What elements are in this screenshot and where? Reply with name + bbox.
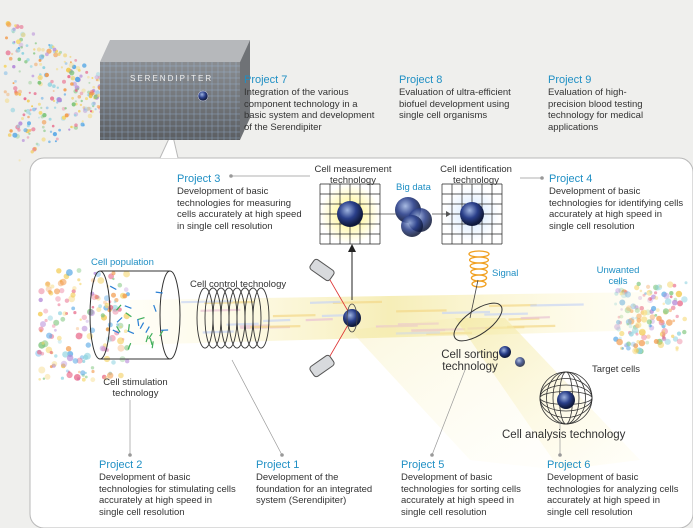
cell-population-label: Cell population (91, 257, 154, 268)
project-6-title: Project 6 (547, 459, 591, 471)
sorting-gate (453, 302, 503, 342)
project-5-desc: Development of basic technologies for so… (401, 472, 521, 518)
leader-lines (129, 175, 561, 456)
signal-label: Signal (492, 268, 519, 279)
cell-control-label: Cell control technology (190, 279, 287, 290)
cell-stimulation-label: Cell stimulation technology (103, 377, 168, 399)
signal-coil (468, 250, 490, 288)
laser-emitter-bottom (309, 354, 335, 378)
big-data-label: Big data (396, 182, 431, 193)
project-7-desc: Integration of the various component tec… (244, 87, 375, 133)
cell-analysis-label: Cell analysis technology (502, 429, 626, 441)
project-1-title: Project 1 (256, 459, 300, 471)
big-data-cluster (395, 197, 432, 237)
project-9-desc: Evaluation of high-precision blood testi… (548, 87, 644, 133)
cell-scatter-top (3, 21, 107, 162)
stimulation-cylinder (89, 270, 181, 360)
serendipiter-device (100, 40, 250, 140)
project-8-desc: Evaluation of ultra-efficient biofuel de… (399, 87, 511, 121)
project-2-title: Project 2 (99, 459, 143, 471)
project-7-title: Project 7 (244, 74, 288, 86)
cell-measurement-label: Cell measurement technology (314, 164, 392, 186)
project-9-title: Project 9 (548, 74, 592, 86)
project-4-title: Project 4 (549, 173, 593, 185)
project-4-desc: Development of basic technologies for id… (549, 186, 684, 232)
target-cells-label: Target cells (592, 364, 641, 375)
cell-identification-label: Cell identification technology (440, 164, 512, 186)
device-name: SERENDIPITER (130, 74, 214, 83)
project-3-desc: Development of basic technologies for me… (177, 186, 302, 232)
project-2-desc: Development of basic technologies for st… (99, 472, 236, 518)
unwanted-cells-label: Unwanted cells (596, 265, 640, 287)
measured-cell (343, 309, 361, 327)
cell-sorting-label: Cell sorting technology (441, 349, 499, 373)
cell-control-rings (196, 287, 270, 349)
laser-emitter-top (309, 258, 335, 282)
identification-grid (441, 183, 503, 245)
project-1-desc: Development of the foundation for an int… (256, 472, 373, 506)
project-3-title: Project 3 (177, 173, 221, 185)
project-5-title: Project 5 (401, 459, 445, 471)
measurement-grid (319, 183, 381, 245)
project-6-desc: Development of basic technologies for an… (547, 472, 679, 518)
project-8-title: Project 8 (399, 74, 443, 86)
